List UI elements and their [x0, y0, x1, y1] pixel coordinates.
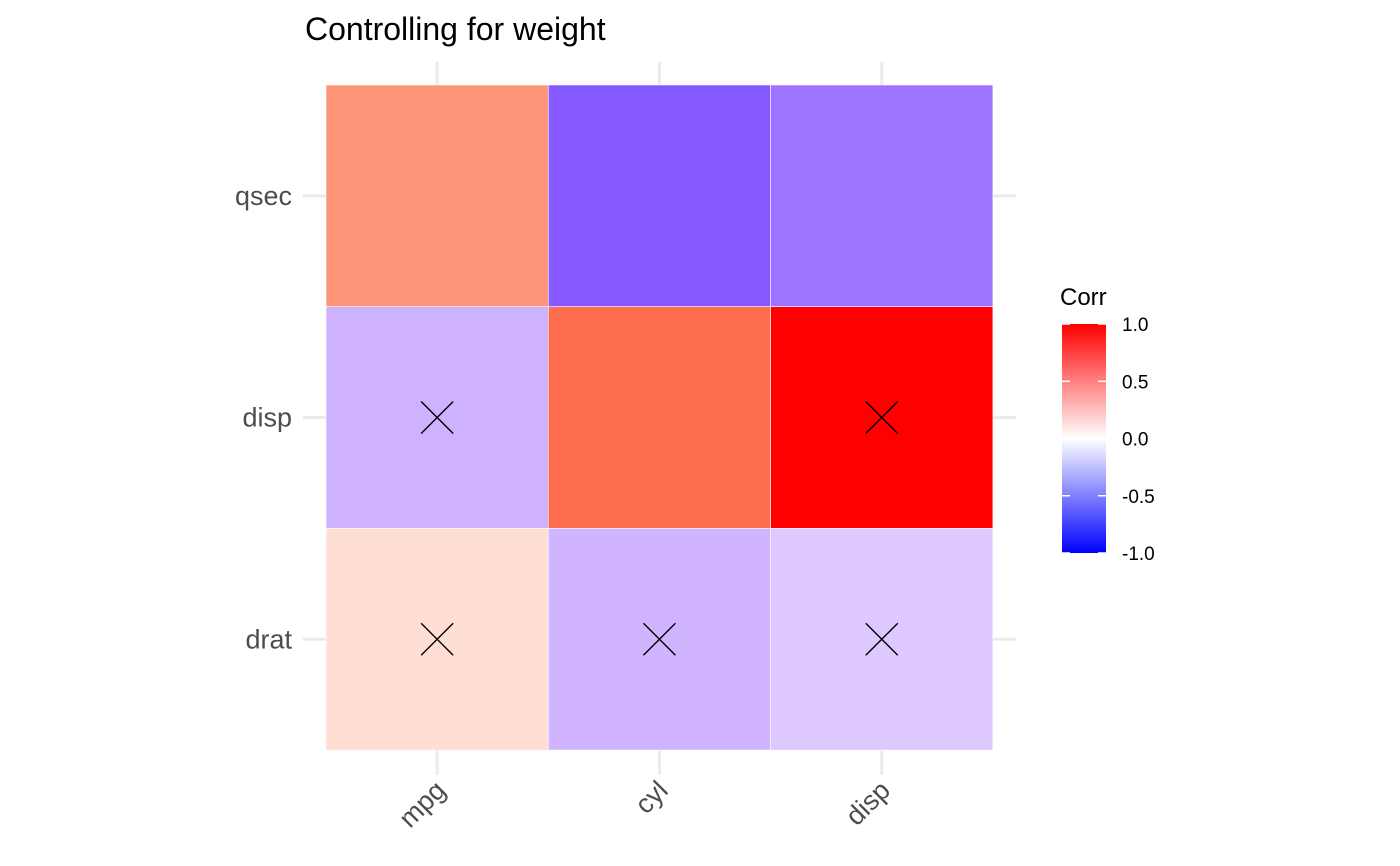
- color-legend: Corr 1.0 0.5 0.0 -0.5 -1.0: [1060, 284, 1155, 565]
- y-tick-label: drat: [245, 624, 292, 654]
- cross-icon: [865, 622, 899, 656]
- legend-tick-label: -1.0: [1122, 544, 1155, 565]
- heatmap-cell: [547, 84, 771, 307]
- cross-icon: [420, 401, 454, 435]
- legend-tick-label: 0.5: [1122, 372, 1148, 393]
- cross-icon: [420, 622, 454, 656]
- x-tick-label: cyl: [629, 775, 674, 820]
- y-tick-label: disp: [242, 403, 292, 433]
- cross-icon: [865, 401, 899, 435]
- y-axis-tick-labels: qsec disp drat: [235, 181, 293, 654]
- heatmap-cell: [325, 84, 549, 307]
- legend-tick-label: 1.0: [1122, 315, 1148, 336]
- legend-tick-label: 0.0: [1122, 430, 1148, 451]
- x-tick-label: mpg: [393, 775, 451, 833]
- insignificance-markers: [420, 401, 899, 656]
- x-axis-tick-labels: mpg cyl disp: [393, 775, 896, 833]
- legend-tick-label: -0.5: [1122, 487, 1155, 508]
- y-tick-label: qsec: [235, 181, 292, 211]
- heatmap-cell: [770, 84, 994, 307]
- chart-title: Controlling for weight: [305, 11, 606, 47]
- legend-ticks: 1.0 0.5 0.0 -0.5 -1.0: [1062, 315, 1155, 565]
- cross-icon: [642, 622, 676, 656]
- x-tick-label: disp: [840, 775, 896, 831]
- heatmap-cell: [547, 306, 771, 529]
- legend-title: Corr: [1060, 284, 1107, 311]
